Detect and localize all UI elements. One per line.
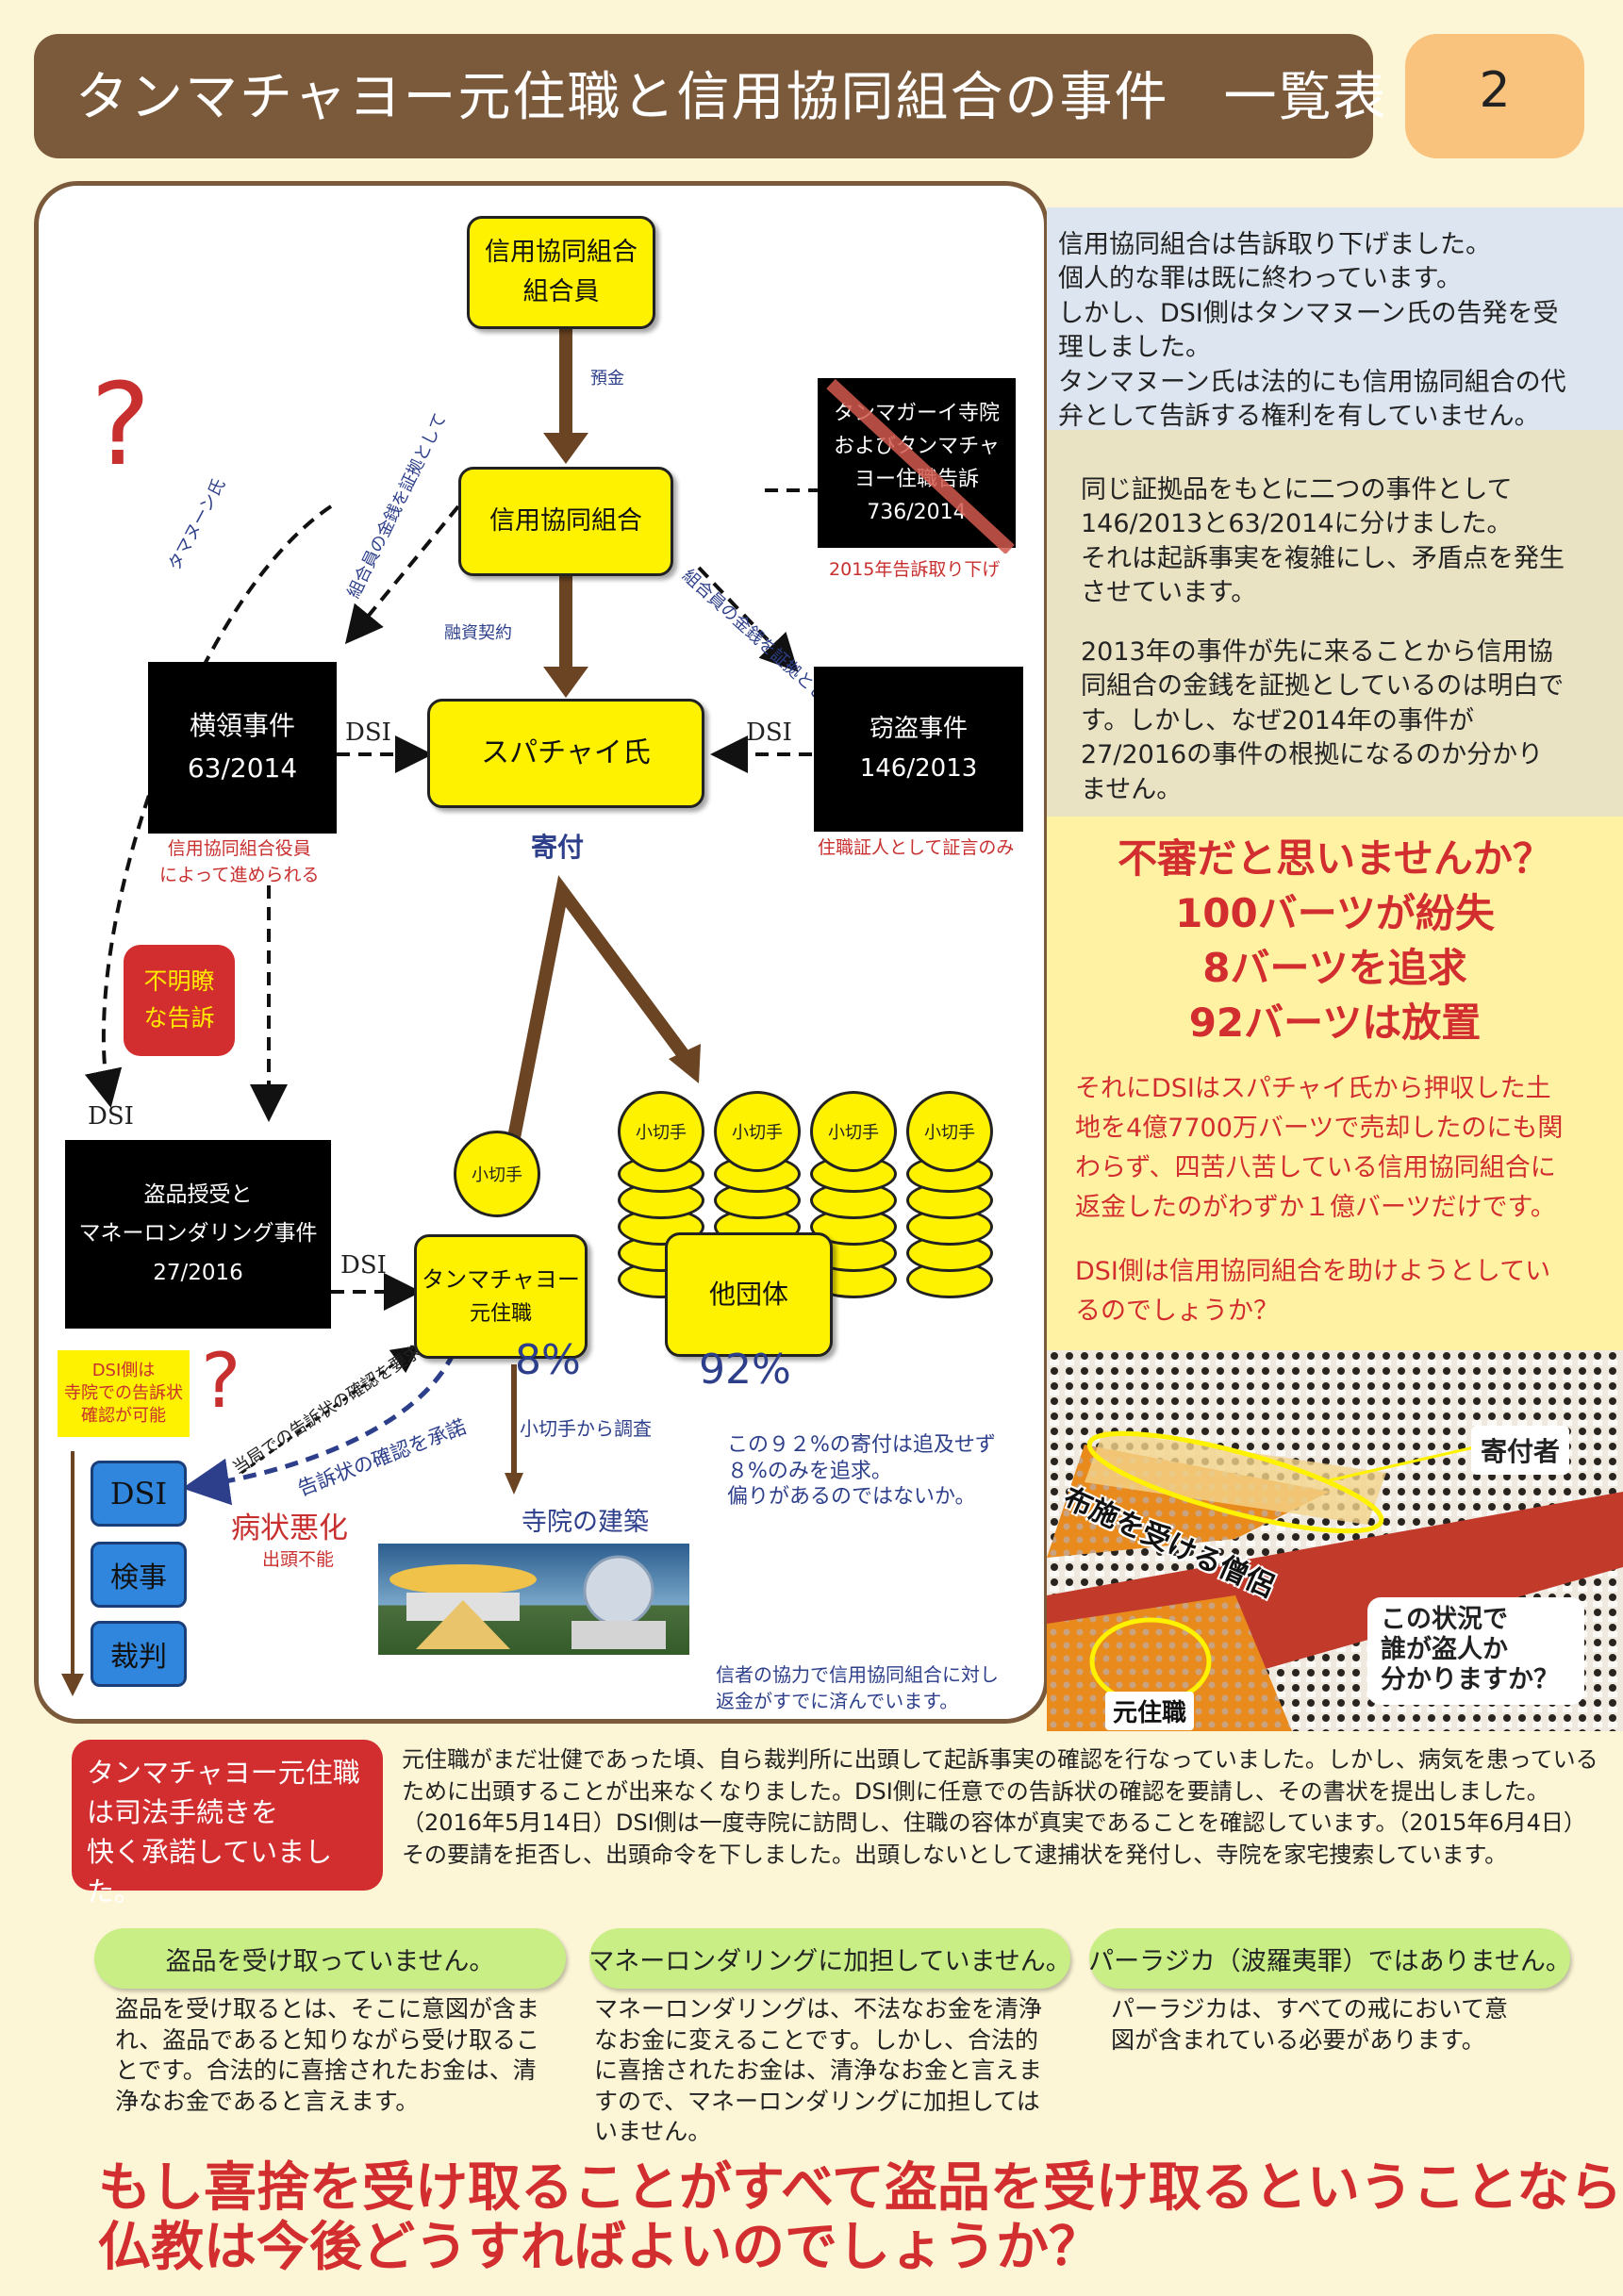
pct-92-label: 92%: [699, 1346, 791, 1394]
suphachai-box: スパチャイ氏: [427, 699, 704, 808]
coop-member-line2: 組合員: [522, 277, 600, 306]
dsi-label-abbot: DSI: [340, 1251, 387, 1280]
coop-member-line1: 信用協同組合: [485, 238, 638, 268]
theft-note: 住職証人として証言のみ: [818, 837, 1015, 858]
abbot-history-paragraph: 元住職がまだ壮健であった頃、自ら裁判所に出頭して起訴事実の確認を行なっていました…: [402, 1746, 1598, 1868]
ceremony-photo: 寄付者 布施を受ける僧侶 元住職 この状況で誰が盗人か分かりますか？: [1047, 1350, 1623, 1731]
temple-construction-label: 寺院の建築: [522, 1508, 649, 1537]
check-stack-top-coin: 小切手: [618, 1091, 704, 1172]
donor-label: 寄付者: [1471, 1426, 1570, 1475]
chain-dsi: DSI: [91, 1461, 187, 1527]
pill-text-stolen-goods: 盗品を受け取るとは、そこに意図が含まれ、盗品であると知りながら受け取ることです。…: [115, 1995, 540, 2115]
suspicious-body-1: それにDSIはスパチャイ氏から押収した土地を4億7700万バーツで売却したのにも…: [1075, 1074, 1564, 1222]
thammachayo-box: タンマチャヨー元住職: [414, 1234, 588, 1359]
check-stack-top-coin: 小切手: [714, 1091, 801, 1172]
withdrawn-cross-icon: [826, 378, 1015, 553]
panel-withdrawal: 信用協同組合は告訴取り下げました。個人的な罪は既に終わっています。しかし、DSI…: [1047, 207, 1623, 431]
deposit-label: 預金: [590, 369, 624, 388]
dsi-label-money: DSI: [88, 1102, 134, 1131]
other-groups-box: 他団体: [665, 1232, 833, 1357]
thammachayo-title: 元住職: [469, 1301, 532, 1326]
illness-label: 病状悪化: [231, 1511, 348, 1545]
page-number: 2: [1479, 62, 1511, 119]
closing-question: もし喜捨を受け取ることがすべて盗品を受け取るということなら仏教は今後どうすればよ…: [98, 2157, 1623, 2278]
temple-arrow: [505, 1473, 523, 1495]
embezzle-note: 信用協同組合役員によって進められる: [159, 838, 320, 885]
panel-split-text-2: 2013年の事件が先に来ることから信用協同組合の金銭を証拠としているのは明白です…: [1081, 637, 1565, 804]
coop-member-box: 信用協同組合組合員: [467, 216, 655, 329]
pill-text-money-laundering: マネーロンダリングは、不法なお金を清浄なお金に変えることです。しかし、合法的に喜…: [594, 1995, 1043, 2145]
thammachayo-name: タンマチャヨー: [422, 1266, 580, 1294]
pill-text-parajika: パーラジカは、すべての戒において意図が含まれている必要があります。: [1111, 1995, 1509, 2054]
chain-prosecutor: 検事: [91, 1542, 187, 1608]
pill-no-stolen-goods: 盗品を受け取っていません。: [94, 1928, 566, 1989]
loan-label: 融資契約: [444, 623, 512, 643]
page-number-badge: [1405, 34, 1584, 158]
page-title: タンマチャヨー元住職と信用協同組合の事件 一覧表: [75, 67, 1388, 128]
check-stack-top-coin: 小切手: [906, 1091, 993, 1172]
donation-label: 寄付: [531, 832, 585, 863]
dsi-label-left: DSI: [345, 719, 391, 747]
lawsuit-withdrawn-note: 2015年告訴取り下げ: [829, 559, 1001, 580]
repaid-note: 信者の協力で信用協同組合に対し返金がすでに済んでいます。: [716, 1663, 999, 1712]
flow-diagram: 信用協同組合組合員 預金 信用協同組合 タンマガーイ寺院およびタンマチャヨー住職…: [34, 181, 1049, 1724]
dsi-note-box: DSI側は寺院での告訴状確認が可能: [58, 1350, 190, 1437]
coop-box: 信用協同組合: [458, 467, 673, 576]
abbot-label: 元住職: [1105, 1692, 1195, 1730]
question-mark-icon-2: ?: [201, 1337, 241, 1425]
dsi-label-right: DSI: [746, 719, 792, 747]
suspicious-body-2: DSI側は信用協同組合を助けようとしているのでしょうか？: [1075, 1257, 1551, 1326]
check-investigation-label: 小切手から調査: [520, 1417, 652, 1440]
title-bar: [34, 34, 1373, 158]
check-stack-top-coin: 小切手: [810, 1091, 897, 1172]
no-appearance-label: 出頭不能: [262, 1549, 335, 1570]
chain-court: 裁判: [91, 1621, 187, 1687]
single-check-coin: 小切手: [454, 1131, 540, 1217]
question-mark-icon: ?: [91, 360, 151, 491]
unclear-complaint-badge: 不明瞭な告訴: [124, 945, 235, 1056]
panel-withdrawal-text: 信用協同組合は告訴取り下げました。個人的な罪は既に終わっています。しかし、DSI…: [1058, 230, 1566, 432]
temple-building-image: [378, 1544, 689, 1655]
pill-not-parajika: パーラジカ（波羅夷罪）ではありません。: [1088, 1928, 1571, 1989]
loan-arrow: [543, 667, 588, 698]
pill-no-money-laundering: マネーロンダリングに加担していません。: [588, 1928, 1071, 1989]
donation-arrow-right: [669, 1044, 701, 1083]
deposit-arrow: [543, 433, 588, 464]
pct-8-label: 8%: [515, 1336, 581, 1384]
abbot-cooperation-callout: タンマチャヨー元住職は司法手続きを快く承諾していました。: [72, 1740, 383, 1908]
question-callout: この状況で誰が盗人か分かりますか？: [1367, 1597, 1584, 1705]
